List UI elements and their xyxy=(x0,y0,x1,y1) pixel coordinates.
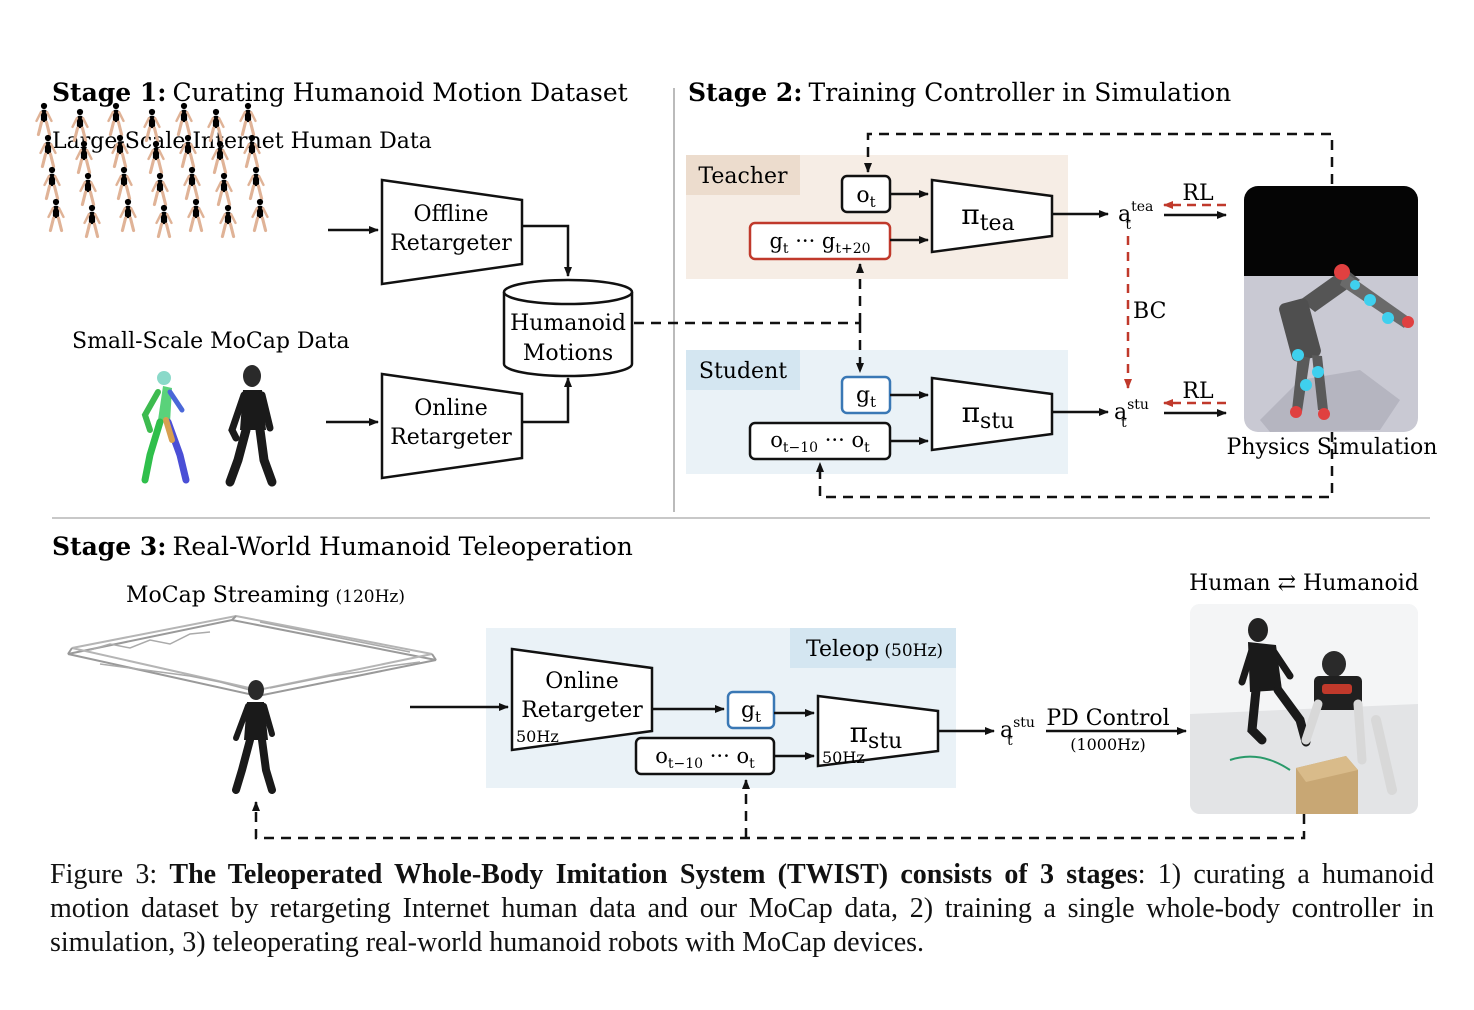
online-retargeter-stage3 xyxy=(510,647,654,752)
svg-text:Online: Online xyxy=(414,396,487,421)
svg-text:Retargeter: Retargeter xyxy=(390,425,512,450)
teleop-label-bg xyxy=(790,628,956,668)
retargeter-hz: 50Hz xyxy=(516,727,559,746)
online-retargeter-stage1: Online Retargeter xyxy=(380,372,524,480)
student-label: Student xyxy=(699,359,787,384)
motion-figure xyxy=(247,165,265,201)
motion-figure xyxy=(155,203,173,239)
teleop-label: Teleop(50Hz) xyxy=(806,637,943,662)
svg-text:πtea: πtea xyxy=(961,198,1014,236)
mocap-streaming-label: MoCap Streaming(120Hz) xyxy=(126,583,405,608)
physics-simulation-label: Physics Simulation xyxy=(1227,435,1438,460)
motion-figure xyxy=(115,165,133,201)
svg-text:gt: gt xyxy=(741,698,761,726)
motion-figure xyxy=(83,203,101,239)
svg-text:πstu: πstu xyxy=(850,716,903,754)
human-humanoid-photo xyxy=(1190,604,1418,814)
stage2-title: Stage 2:Training Controller in Simulatio… xyxy=(688,78,1231,107)
motion-figure xyxy=(187,197,205,233)
student-policy xyxy=(930,376,1054,452)
teleop-goal-box xyxy=(726,690,776,730)
motion-figure xyxy=(119,197,137,233)
teleop-student-policy xyxy=(816,694,940,768)
motion-figure xyxy=(47,197,65,233)
svg-text:Online: Online xyxy=(545,669,618,694)
mocap-data-label: Small-Scale MoCap Data xyxy=(72,329,350,354)
policy-hz: 50Hz xyxy=(822,748,865,767)
human-humanoid-label: Human ⇄ Humanoid xyxy=(1189,571,1419,596)
svg-text:πstu: πstu xyxy=(962,396,1015,434)
diagram: Stage 1:Curating Humanoid Motion Dataset… xyxy=(35,78,1438,840)
caption-rest: : 1) curating a humanoid motion dataset … xyxy=(50,859,1435,958)
motion-figure xyxy=(35,101,53,137)
teacher-policy xyxy=(930,178,1054,254)
svg-text:gt: gt xyxy=(856,383,876,411)
pd-control-label: PD Control xyxy=(1046,706,1169,731)
motion-figure xyxy=(183,165,201,201)
rl-label-teacher: RL xyxy=(1182,181,1214,206)
motion-figure xyxy=(215,171,233,207)
pd-control-hz: (1000Hz) xyxy=(1070,735,1146,754)
mocap-skeleton-figure xyxy=(141,371,190,484)
teacher-label: Teacher xyxy=(698,164,788,189)
teacher-label-bg xyxy=(686,155,800,195)
svg-text:Humanoid: Humanoid xyxy=(510,311,626,336)
svg-text:gt ··· gt+20: gt ··· gt+20 xyxy=(769,229,870,257)
motion-figure xyxy=(219,203,237,239)
caption-prefix: Figure 3: xyxy=(50,859,158,890)
figure-caption: Figure 3: The Teleoperated Whole-Body Im… xyxy=(50,858,1434,960)
svg-text:Retargeter: Retargeter xyxy=(390,231,512,256)
caption-bold: The Teleoperated Whole-Body Imitation Sy… xyxy=(169,859,1138,890)
svg-text:Retargeter: Retargeter xyxy=(521,698,643,723)
bc-label: BC xyxy=(1133,299,1166,324)
mocap-truss xyxy=(67,614,437,698)
mocap-suit-figure xyxy=(225,365,277,487)
internet-crowd xyxy=(35,101,269,239)
offline-retargeter: Offline Retargeter xyxy=(380,178,524,286)
physics-simulation-image xyxy=(1244,186,1418,432)
motion-figure xyxy=(251,197,269,233)
svg-text:Motions: Motions xyxy=(523,341,613,366)
teleop-feedback-loop xyxy=(252,801,1306,840)
student-label-bg xyxy=(686,350,800,390)
rl-label-student: RL xyxy=(1182,379,1214,404)
motion-figure xyxy=(151,171,169,207)
svg-text:ot: ot xyxy=(856,183,875,211)
motion-figure xyxy=(79,171,97,207)
svg-text:ot−10 ··· ot: ot−10 ··· ot xyxy=(655,744,755,772)
svg-text:Offline: Offline xyxy=(414,202,489,227)
motion-figure xyxy=(43,165,61,201)
stage1-title: Stage 1:Curating Humanoid Motion Dataset xyxy=(52,78,628,107)
svg-text:ot−10 ··· ot: ot−10 ··· ot xyxy=(770,428,870,456)
mocap-performer xyxy=(232,680,276,794)
humanoid-motions-db: Humanoid Motions xyxy=(502,278,634,378)
stage3-title: Stage 3:Real-World Humanoid Teleoperatio… xyxy=(52,532,633,561)
